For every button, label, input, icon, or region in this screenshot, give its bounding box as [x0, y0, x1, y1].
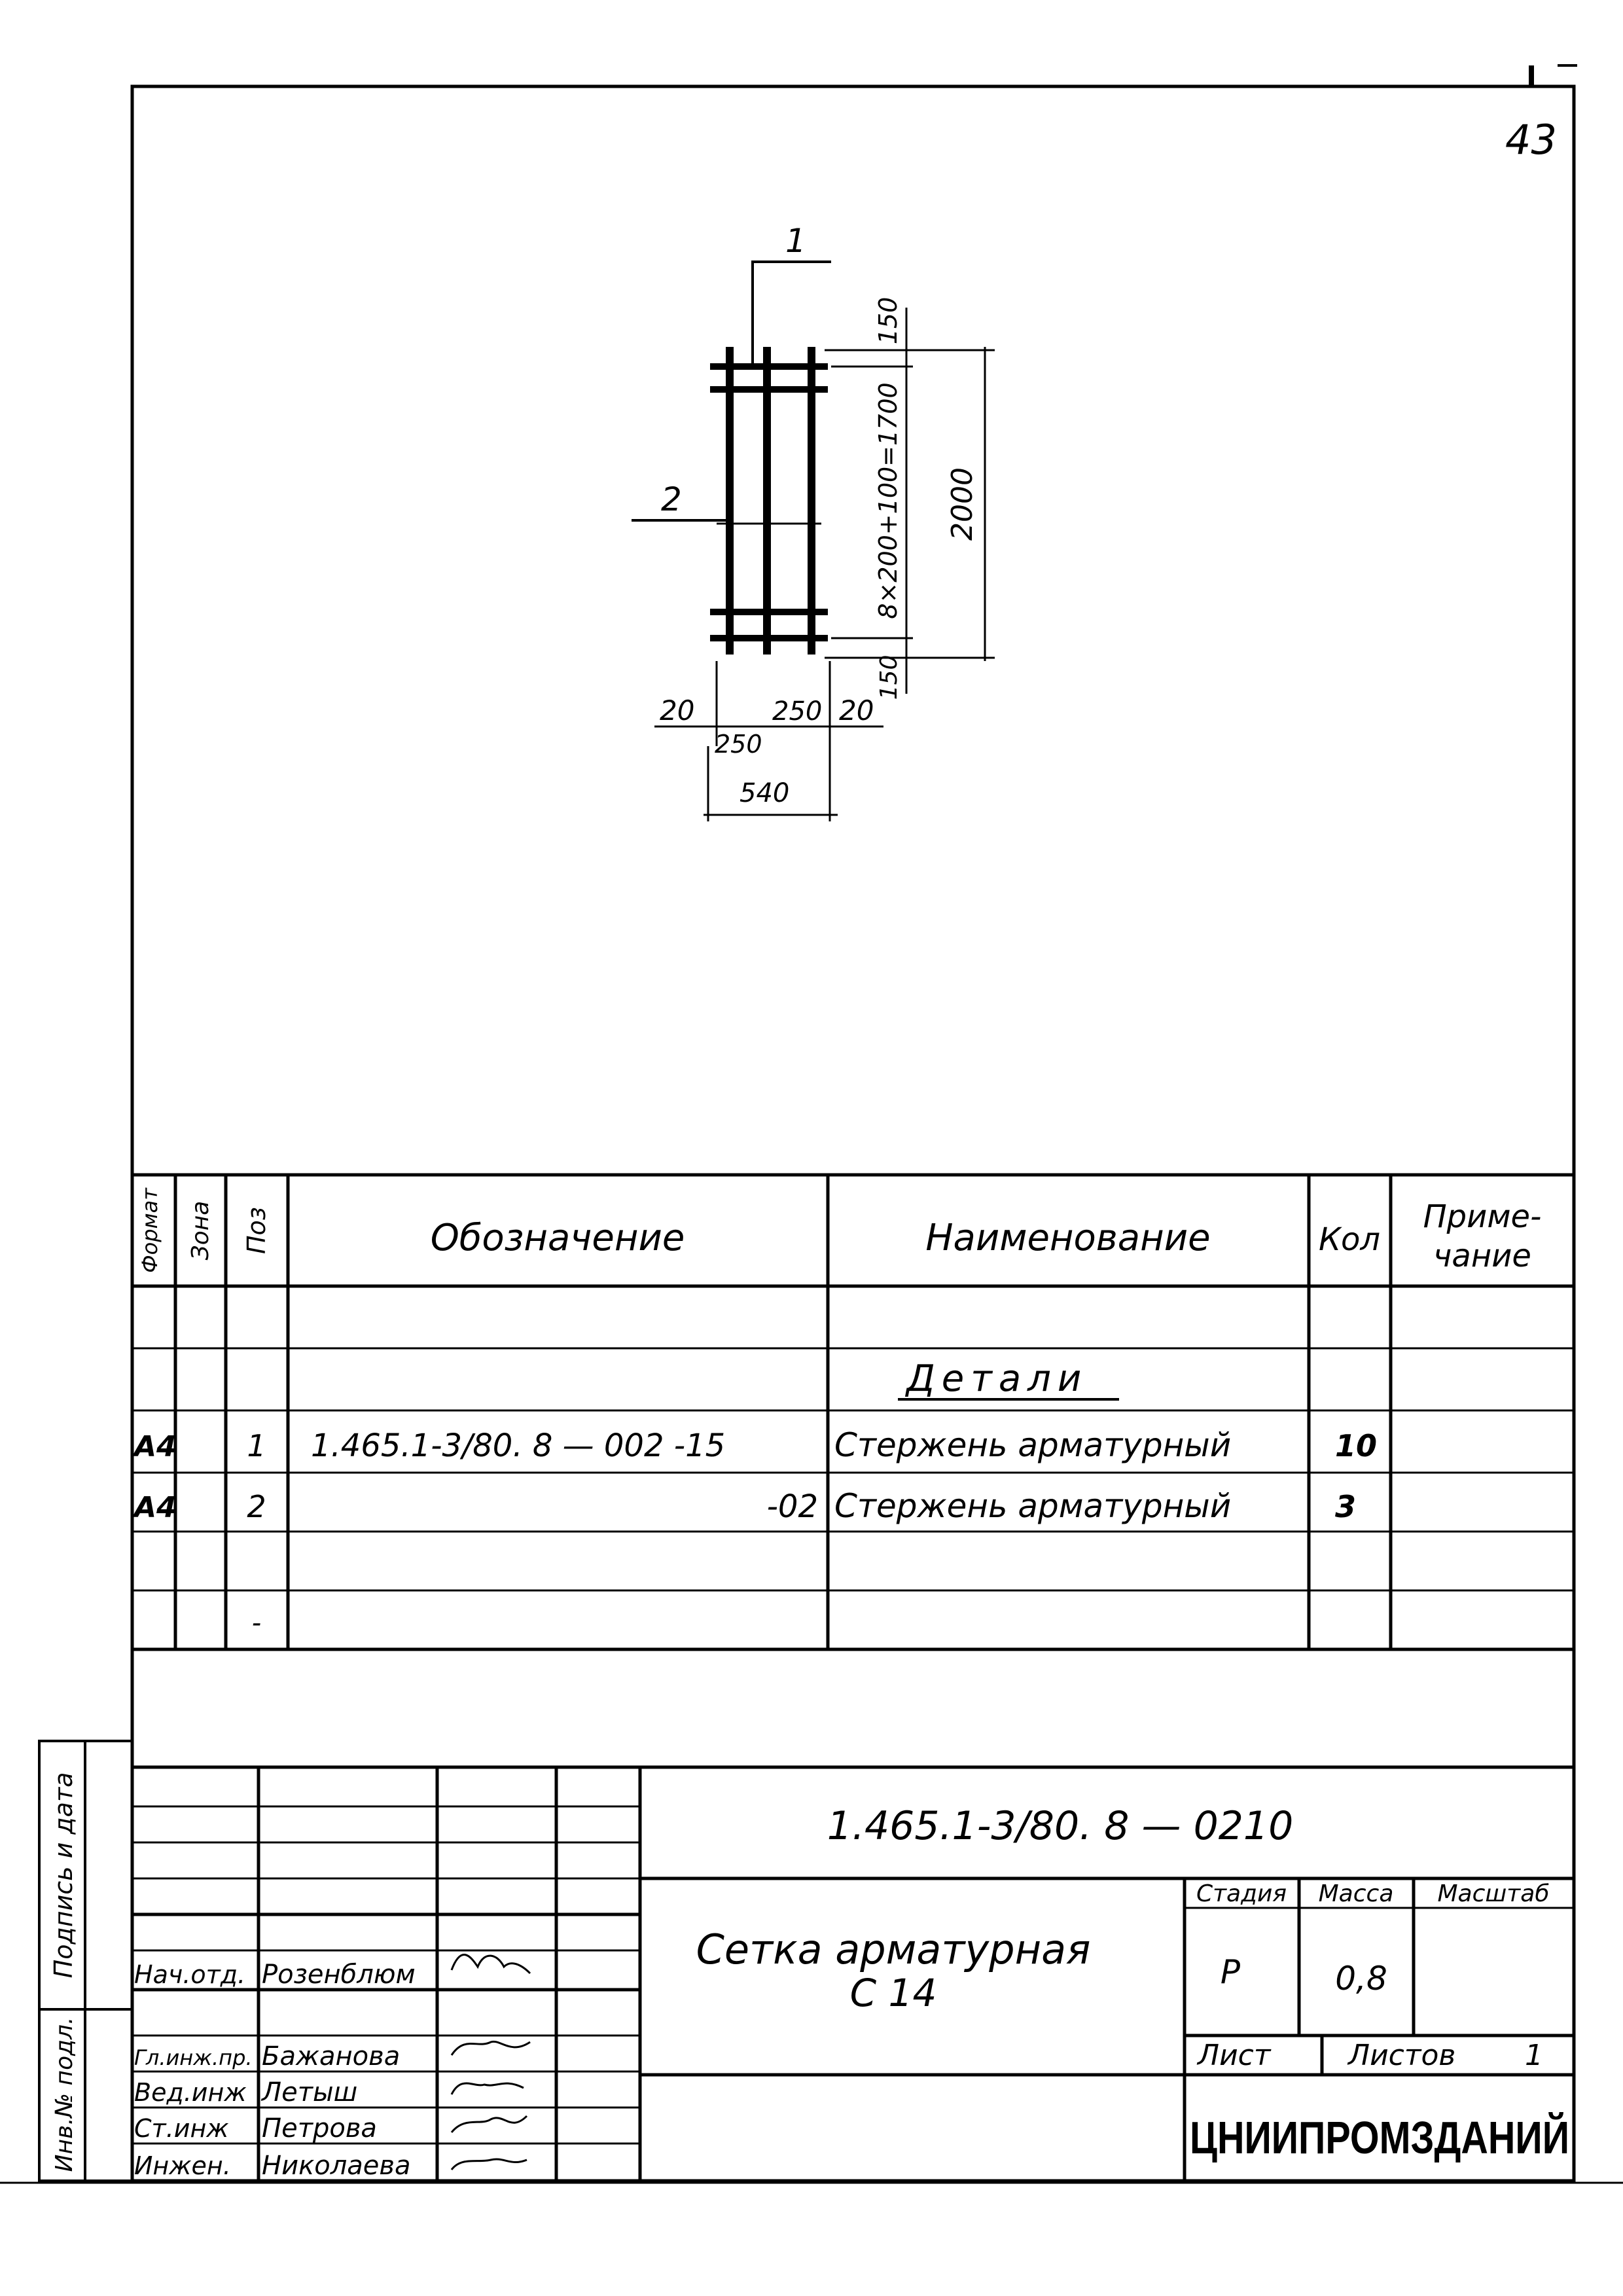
signer-name: Николаева	[262, 2151, 410, 2181]
sheet-border	[130, 84, 1576, 2183]
signer-role: Нач.отд.	[134, 1960, 245, 1989]
title-block-grid	[132, 1765, 1574, 2181]
row-1-name: Стержень арматурный	[834, 1426, 1231, 1464]
section-title-details: Детали	[904, 1357, 1088, 1400]
dimension-label-inner-2: 250	[772, 696, 822, 726]
dimension-label-total-height: 2000	[946, 467, 979, 541]
empty-row-mark: -	[252, 1608, 261, 1638]
stage-label: Стадия	[1196, 1880, 1287, 1907]
signer-role: Гл.инж.пр.	[134, 2045, 253, 2070]
dimension-label-total-width: 540	[740, 778, 789, 808]
callout-label-2: 2	[661, 480, 682, 518]
header-format: Формат	[137, 1187, 162, 1273]
mass-label: Масса	[1319, 1880, 1394, 1907]
side-stamp-signature-date: Подпись и дата	[49, 1772, 78, 1979]
mesh-drawing	[632, 260, 995, 821]
signer-role: Вед.инж	[134, 2078, 247, 2107]
row-1-format: А4	[132, 1430, 177, 1463]
stage-value: Р	[1221, 1953, 1241, 1991]
signer-name: Летыш	[260, 2077, 357, 2108]
callout-label-1: 1	[785, 222, 806, 260]
spec-table-grid	[132, 1173, 1574, 1651]
row-2-qty: 3	[1335, 1489, 1356, 1524]
document-code: 1.465.1-3/80. 8 — 0210	[827, 1803, 1294, 1849]
title-line2: С 14	[850, 1971, 937, 2015]
side-stamp-original-inv: Инв.№ подл.	[51, 2017, 78, 2172]
row-2-designation: -02	[767, 1488, 818, 1525]
title-line1: Сетка арматурная	[696, 1926, 1091, 1973]
dimension-label-middle: 8×200+100=1700	[874, 382, 902, 619]
dimension-label-top: 150	[874, 297, 902, 345]
signature-scribble	[450, 2082, 524, 2095]
header-note-line1: Приме-	[1423, 1198, 1542, 1235]
signature-scribble	[450, 2158, 527, 2170]
dimension-label-inner-1: 250	[715, 730, 762, 759]
signature-scribble	[450, 2040, 531, 2056]
header-name: Наименование	[925, 1217, 1210, 1259]
signature-scribble	[450, 2115, 528, 2133]
header-designation: Обозначение	[431, 1217, 685, 1259]
row-2-pos: 2	[247, 1489, 266, 1524]
signatures	[450, 1954, 531, 2170]
row-2-format: А4	[132, 1491, 177, 1524]
header-pos: Поз	[242, 1207, 271, 1254]
signer-name: Петрова	[262, 2113, 377, 2144]
row-1-qty: 10	[1335, 1428, 1377, 1463]
row-2-name: Стержень арматурный	[834, 1487, 1231, 1525]
header-note-line2: чание	[1433, 1238, 1531, 1274]
callout-leader-1	[751, 260, 831, 367]
sheet-label: Лист	[1196, 2039, 1272, 2072]
scale-label: Масштаб	[1437, 1880, 1549, 1907]
sheets-label: Листов	[1347, 2039, 1455, 2072]
side-stamp-grid	[0, 1740, 1623, 2184]
dimension-label-right-edge: 20	[839, 694, 874, 726]
organization-name: ЦНИИПРОМЗДАНИЙ	[1190, 2111, 1569, 2163]
sheets-value: 1	[1525, 2039, 1543, 2072]
sheet-number: 43	[1505, 116, 1557, 164]
signer-role: Ст.инж	[134, 2114, 229, 2143]
signer-name: Розенблюм	[262, 1960, 416, 1990]
dimension-label-bottom: 150	[876, 655, 902, 700]
signature-scribble	[450, 1954, 531, 1975]
mass-value: 0,8	[1335, 1960, 1387, 1998]
header-zone: Зона	[187, 1201, 214, 1261]
dimension-label-left-edge: 20	[660, 694, 694, 726]
signer-name: Бажанова	[262, 2041, 400, 2072]
header-qty: Кол	[1319, 1221, 1380, 1258]
row-1-designation: 1.465.1-3/80. 8 — 002 -15	[311, 1427, 725, 1464]
row-1-pos: 1	[247, 1428, 266, 1463]
signer-role: Инжен.	[134, 2151, 231, 2180]
